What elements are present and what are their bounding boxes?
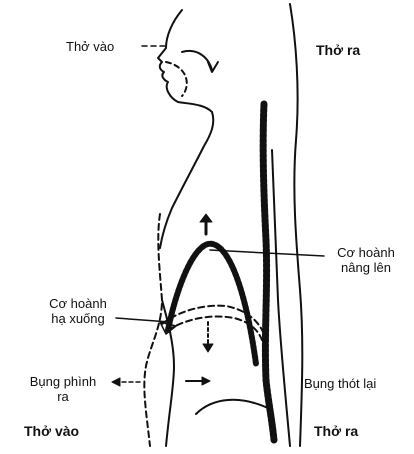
exhale-arrowhead [208, 62, 218, 72]
arrow-up-head [200, 214, 212, 222]
front-body-dashed [144, 214, 162, 446]
label-bung-phinh-ra-line2: ra [18, 389, 108, 404]
face-profile [158, 10, 213, 248]
label-co-hoanh-nang-len-line2: nâng lên [328, 260, 404, 275]
label-bung-thot-lai: Bụng thót lại [304, 376, 376, 391]
label-co-hoanh-ha-xuong-line1: Cơ hoành [38, 296, 118, 311]
label-co-hoanh-nang-len-line1: Cơ hoành [328, 245, 404, 260]
label-tho-vao-bottom: Thở vào [24, 424, 79, 439]
arrow-belly-out-head [112, 378, 120, 386]
label-co-hoanh-ha-xuong: Cơ hoành hạ xuống [38, 296, 118, 326]
back-inner-line [272, 150, 290, 446]
belly-inner-curve [196, 400, 272, 414]
back-body-outline [290, 4, 302, 446]
label-tho-ra-bottom: Thở ra [314, 424, 358, 439]
label-tho-vao-top: Thở vào [66, 39, 114, 54]
label-co-hoanh-nang-len: Cơ hoành nâng lên [328, 245, 404, 275]
leader-ha-xuong [116, 318, 170, 322]
label-bung-phinh-ra-line1: Bụng phình [18, 374, 108, 389]
inhale-flow-curve [166, 62, 187, 96]
exhale-curve [182, 51, 212, 70]
label-tho-ra-top: Thở ra [316, 43, 360, 58]
arrow-down-dashed-head [203, 344, 213, 352]
arrow-belly-in-head [202, 377, 210, 385]
label-bung-phinh-ra: Bụng phình ra [18, 374, 108, 404]
label-co-hoanh-ha-xuong-line2: hạ xuống [38, 311, 118, 326]
